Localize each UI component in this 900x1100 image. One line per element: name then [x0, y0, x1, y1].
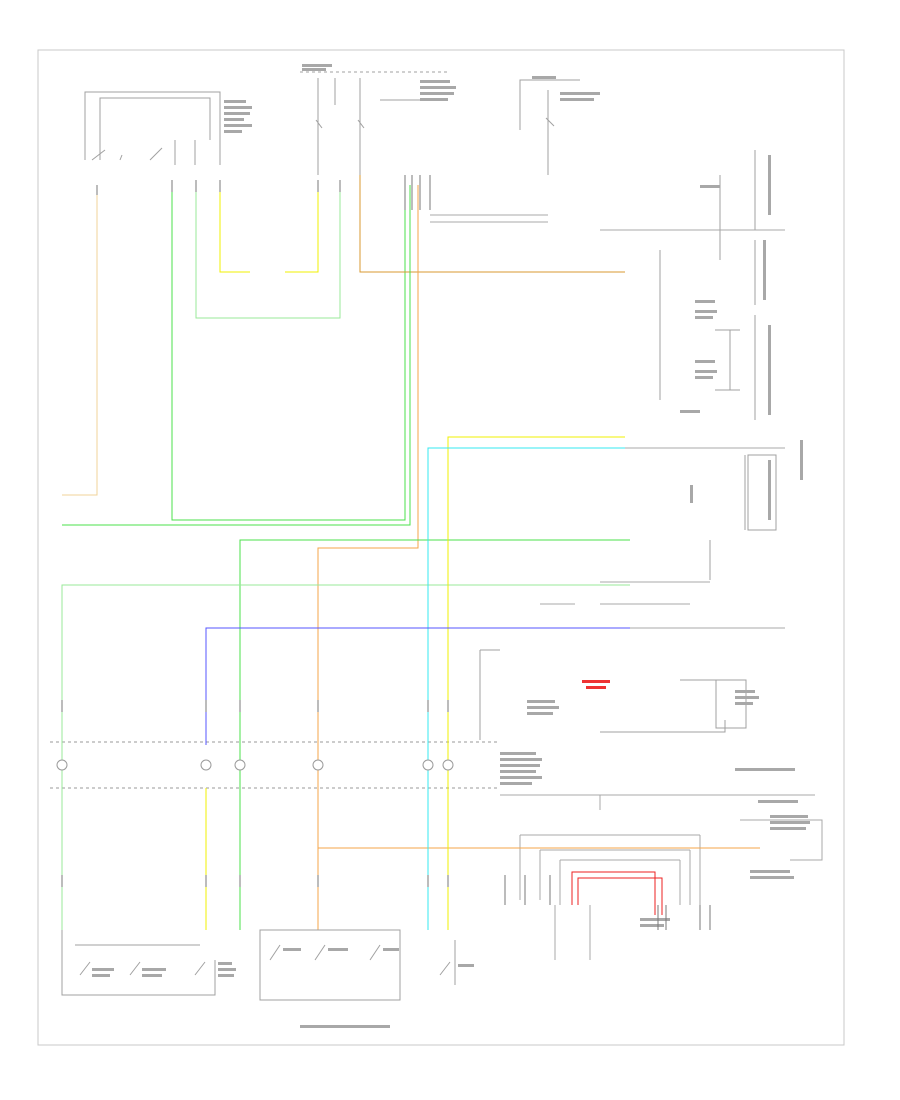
wire-light-green-loop [195, 190, 341, 319]
fuse-block-text [302, 64, 456, 101]
wire-green-left [171, 185, 406, 521]
wire-orange [317, 185, 419, 930]
wire-green-second [62, 185, 411, 526]
wires [61, 175, 760, 930]
pin-markers [61, 175, 711, 930]
bottom-switch-text [92, 948, 474, 1028]
top-left-switch-text [224, 100, 252, 133]
wire-light-green-lower [61, 584, 630, 930]
right-components-text [527, 155, 803, 715]
bottom-switch-blocks [61, 929, 456, 1001]
wire-green-right [239, 539, 630, 930]
top-left-switch-block [84, 91, 221, 165]
red-text-label [582, 680, 610, 689]
right-components [479, 150, 777, 740]
connector-circles [56, 759, 454, 771]
wire-yellow-loop [219, 190, 250, 273]
connector-bands [50, 741, 500, 789]
diagram-frame [37, 49, 845, 1046]
top-right-relay-text [532, 76, 600, 101]
gray-runs [430, 214, 823, 960]
wire-yellow-loop-right [285, 190, 319, 273]
top-right-relay [519, 79, 580, 175]
fuse-block [300, 71, 450, 175]
wire-blue [205, 627, 630, 745]
wire-dark-orange [359, 175, 625, 273]
wire-red-1 [571, 871, 656, 915]
wire-yellow [447, 436, 625, 930]
wire-red-2 [577, 877, 663, 915]
wire-tan [62, 185, 98, 496]
connector-band-text [500, 752, 810, 927]
